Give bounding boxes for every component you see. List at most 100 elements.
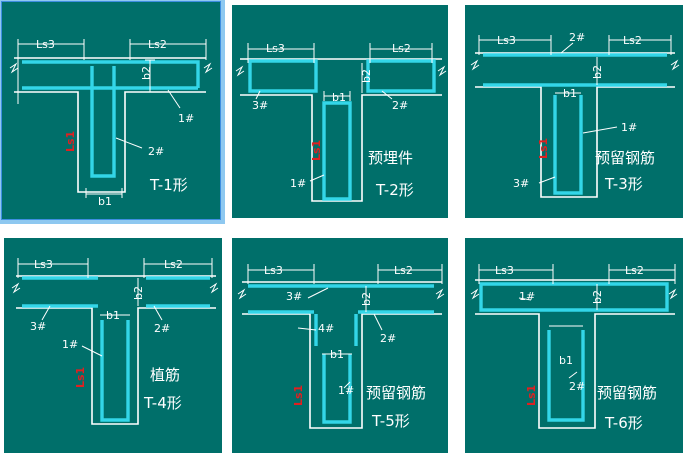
t2-dim-ls1: Ls1 [310,140,323,161]
tile-t2[interactable]: Ls3 Ls2 b1 b2 Ls1 3# 2# 1# 预埋件 T-2形 [232,5,448,218]
t4-dim-b1: b1 [106,309,120,322]
t4-rebar-flanges [22,276,210,308]
t2-label-3: 3# [252,99,268,112]
t6-label-leaders [518,297,578,379]
t1-dim-ls1: Ls1 [64,131,77,152]
tile-t4[interactable]: Ls3 Ls2 b1 b2 Ls1 3# 2# 1# 植筋 T-4形 [4,238,222,453]
t1-wall-outline [14,57,206,193]
t6-break-left [470,288,480,300]
t2-dim-b1: b1 [332,91,346,104]
tile-t6[interactable]: Ls3 Ls2 b1 b2 Ls1 1# 2# 预留钢筋 T-6形 [465,238,683,453]
t6-rebar-loop [479,282,669,312]
t4-diagram: Ls3 Ls2 b1 b2 Ls1 3# 2# 1# 植筋 T-4形 [11,258,219,425]
t1-diagram: Ls3 Ls2 b1 b2 Ls1 1# 2# T-1形 [9,38,213,208]
t6-dim-b1: b1 [559,354,573,367]
t2-note: 预埋件 [368,149,413,167]
t2-wall-outline [240,58,442,202]
t2-label-2: 2# [392,99,408,112]
t4-wall-outline [16,275,216,425]
t5-label-2: 2# [380,332,396,345]
t2-rebar-right [366,59,436,93]
tile-t3[interactable]: Ls3 Ls2 b1 b2 Ls1 2# 1# 3# 预留钢筋 T-3形 [465,5,683,218]
t5-dimension-lines [247,264,443,355]
t5-label-1: 1# [338,384,354,397]
t3-note: 预留钢筋 [595,149,655,167]
t3-dim-b1: b1 [563,87,577,100]
t3-break-right [670,59,680,71]
t1-rebar-stirrup [90,66,116,178]
t2-dim-b2: b2 [360,69,373,83]
t3-dim-ls2: Ls2 [623,34,642,47]
t2-diagram: Ls3 Ls2 b1 b2 Ls1 3# 2# 1# 预埋件 T-2形 [235,42,447,202]
t1-break-right [203,62,213,74]
t6-title: T-6形 [604,414,643,432]
t5-label-3: 3# [286,290,302,303]
t5-label-leaders [297,287,383,389]
t3-rebar-stem [553,95,583,195]
tile-t5[interactable]: Ls3 Ls2 b1 b2 Ls1 3# 4# 2# 1# 预留钢筋 T-5形 [232,238,448,453]
t6-diagram: Ls3 Ls2 b1 b2 Ls1 1# 2# 预留钢筋 T-6形 [470,264,678,432]
t3-label-1: 1# [621,121,637,134]
t1-dimension-lines [17,39,207,198]
t2-break-left [235,65,245,77]
t6-dim-b2: b2 [591,290,604,304]
t5-title: T-5形 [371,412,410,430]
t4-rebar-stem [100,320,130,422]
t5-label-4: 4# [318,322,334,335]
t1-title: T-1形 [149,176,188,194]
t2-label-leaders [255,90,393,182]
t4-dimension-lines [17,258,213,316]
t4-label-3: 3# [30,320,46,333]
t5-break-left [237,288,247,300]
t6-break-right [668,288,678,300]
t6-dim-ls2: Ls2 [625,264,644,277]
t2-dimension-lines [247,43,433,101]
t3-label-2: 2# [569,31,585,44]
t4-dim-b2: b2 [132,286,145,300]
t1-label-2: 2# [148,145,164,158]
t4-dim-ls1: Ls1 [74,367,87,388]
t5-note: 预留钢筋 [366,384,426,402]
t2-break-right [437,65,447,77]
t5-diagram: Ls3 Ls2 b1 b2 Ls1 3# 4# 2# 1# 预留钢筋 T-5形 [237,264,445,430]
t5-dim-ls2: Ls2 [394,264,413,277]
t5-dim-ls3: Ls3 [264,264,283,277]
t2-label-1: 1# [290,177,306,190]
t2-dim-ls2: Ls2 [392,42,411,55]
t2-rebar-stem [322,101,352,201]
t3-break-left [470,59,480,71]
t3-dimension-lines [478,35,672,94]
t3-diagram: Ls3 Ls2 b1 b2 Ls1 2# 1# 3# 预留钢筋 T-3形 [470,31,680,198]
t6-label-2: 2# [569,380,585,393]
t3-label-leaders [538,42,618,184]
t5-dim-b1: b1 [330,348,344,361]
t6-dim-ls1: Ls1 [525,385,538,406]
t1-dim-b1: b1 [98,195,112,208]
t3-dim-ls3: Ls3 [497,34,516,47]
t4-title: T-4形 [143,394,182,412]
t3-wall-outline [475,52,675,198]
t3-dim-ls1: Ls1 [537,138,550,159]
t1-label-1: 1# [178,112,194,125]
t4-dim-ls2: Ls2 [164,258,183,271]
t1-label-leaders [115,89,181,149]
t2-rebar-left [248,59,318,93]
t3-label-3: 3# [513,177,529,190]
t1-dim-ls2: Ls2 [148,38,167,51]
t5-rebar-horizontal [248,284,434,314]
t5-dim-ls1: Ls1 [292,385,305,406]
t3-dim-b2: b2 [591,65,604,79]
t2-title: T-2形 [375,181,414,199]
t4-break-right [209,282,219,294]
t3-rebar-horizontal [483,53,667,87]
t4-label-2: 2# [154,322,170,335]
t5-dim-b2: b2 [360,292,373,306]
t4-note: 植筋 [150,366,180,384]
t4-label-1: 1# [62,338,78,351]
t1-dim-b2: b2 [140,66,153,80]
t1-rebar-top [22,60,200,88]
t6-dim-ls3: Ls3 [495,264,514,277]
tile-t1[interactable]: Ls3 Ls2 b1 b2 Ls1 1# 2# T-1形 [0,0,225,224]
t6-wall-outline [475,279,675,429]
